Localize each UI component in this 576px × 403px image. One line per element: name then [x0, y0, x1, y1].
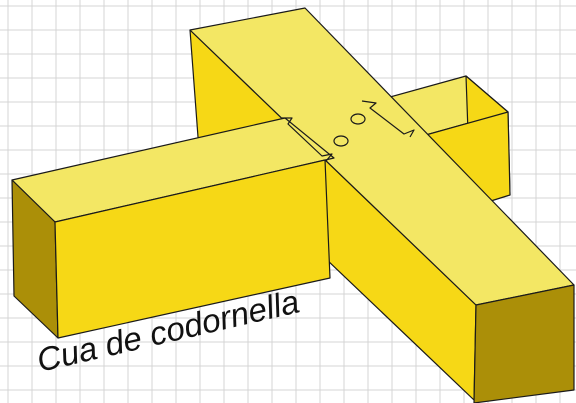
right-notch-line: [361, 100, 415, 138]
dovetail-notches: [282, 100, 415, 162]
left-notch-line: [282, 117, 333, 162]
peg-hole-upper: [350, 113, 366, 125]
peg-holes: [333, 113, 366, 147]
long-beam-end-face: [473, 284, 575, 403]
left-arm-block: [11, 117, 335, 339]
long-beam: [189, 7, 575, 403]
peg-hole-lower: [333, 135, 349, 147]
left-arm-front-face: [54, 159, 331, 339]
